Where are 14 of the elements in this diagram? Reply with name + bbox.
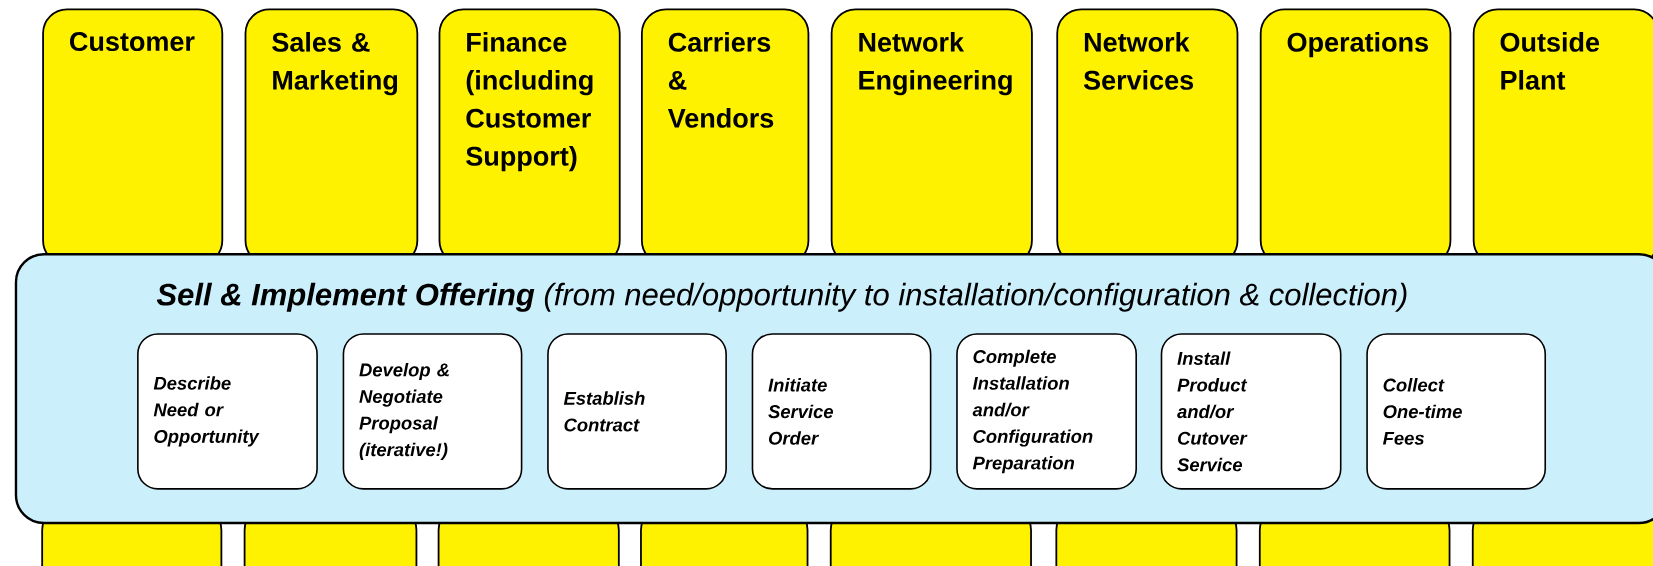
column-header: Operations (1259, 8, 1452, 266)
column-header: Finance (including Customer Support) (438, 8, 621, 266)
column-header: Carriers & Vendors (640, 8, 810, 266)
process-box: Establish Contract (547, 333, 727, 490)
process-box: Initiate Service Order (751, 333, 932, 490)
column-header: Sales & Marketing (244, 8, 419, 266)
column-header: Customer (42, 8, 224, 266)
process-box: Collect One-time Fees (1366, 333, 1547, 490)
process-box: Develop & Negotiate Proposal (iterative!) (342, 333, 523, 490)
column-header: Network Services (1056, 8, 1239, 266)
process-box: Describe Need or Opportunity (137, 333, 318, 490)
process-box: Install Product and/or Cutover Service (1160, 333, 1342, 490)
process-box: Complete Installation and/or Configuration Preparation (956, 333, 1137, 490)
column-header: Network Engineering (830, 8, 1033, 266)
